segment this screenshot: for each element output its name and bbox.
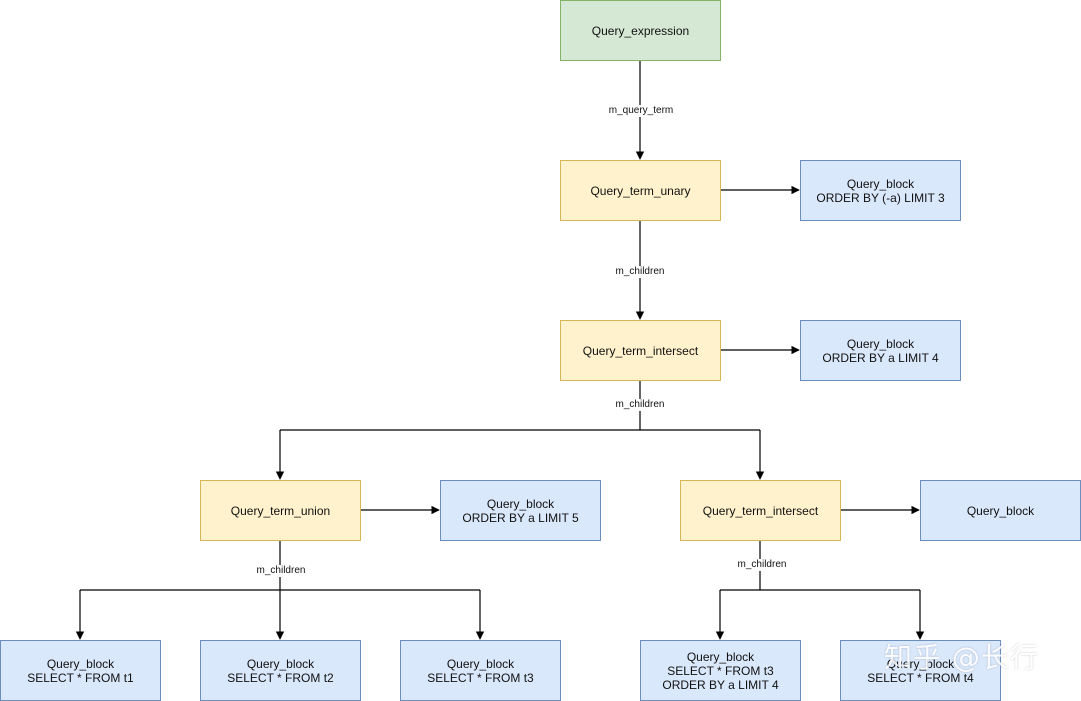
node-title: Query_block [46, 656, 115, 671]
node-leaf-t1[interactable]: Query_block SELECT * FROM t1 [0, 640, 161, 701]
node-detail: SELECT * FROM t3 [427, 670, 534, 685]
node-title: Query_block [446, 656, 515, 671]
node-detail: SELECT * FROM t4 [867, 670, 974, 685]
node-query-block-intersect-top[interactable]: Query_block ORDER BY a LIMIT 4 [800, 320, 961, 381]
edge-label-intersect-top-children: m_children [614, 399, 666, 411]
node-query-block-union[interactable]: Query_block ORDER BY a LIMIT 5 [440, 480, 601, 541]
node-query-term-unary[interactable]: Query_term_unary [560, 160, 721, 221]
node-label: Query_expression [591, 23, 690, 38]
node-detail-2: ORDER BY a LIMIT 4 [662, 677, 779, 692]
node-label: Query_term_intersect [582, 343, 699, 358]
node-title: Query_block [846, 176, 915, 191]
node-query-term-intersect-right[interactable]: Query_term_intersect [680, 480, 841, 541]
node-title: Query_block [486, 496, 555, 511]
node-title: Query_block [686, 649, 755, 664]
node-detail: ORDER BY a LIMIT 5 [462, 510, 579, 525]
node-title: Query_block [886, 656, 955, 671]
edge-label-union-children: m_children [255, 565, 307, 577]
node-detail: SELECT * FROM t1 [27, 670, 134, 685]
edge-label-unary-children: m_children [614, 266, 666, 278]
node-leaf-t3-limit[interactable]: Query_block SELECT * FROM t3 ORDER BY a … [640, 640, 801, 701]
node-detail: SELECT * FROM t3 [667, 663, 774, 678]
node-leaf-t2[interactable]: Query_block SELECT * FROM t2 [200, 640, 361, 701]
edge-label-m-query-term: m_query_term [607, 105, 675, 117]
node-detail: ORDER BY (-a) LIMIT 3 [816, 190, 945, 205]
node-title: Query_block [246, 656, 315, 671]
node-query-term-union[interactable]: Query_term_union [200, 480, 361, 541]
node-leaf-t3[interactable]: Query_block SELECT * FROM t3 [400, 640, 561, 701]
node-label: Query_term_intersect [702, 503, 819, 518]
watermark: 知乎 @长行 [884, 641, 1039, 674]
node-detail: SELECT * FROM t2 [227, 670, 334, 685]
node-query-expression[interactable]: Query_expression [560, 0, 721, 61]
node-query-block-unary[interactable]: Query_block ORDER BY (-a) LIMIT 3 [800, 160, 961, 221]
node-query-block-intersect-right[interactable]: Query_block [920, 480, 1081, 541]
node-query-term-intersect-top[interactable]: Query_term_intersect [560, 320, 721, 381]
node-label: Query_term_unary [590, 183, 691, 198]
node-label: Query_term_union [230, 503, 331, 518]
node-title: Query_block [846, 336, 915, 351]
node-title: Query_block [966, 503, 1035, 518]
node-detail: ORDER BY a LIMIT 4 [822, 350, 939, 365]
edge-label-intersect-right-children: m_children [736, 559, 788, 571]
